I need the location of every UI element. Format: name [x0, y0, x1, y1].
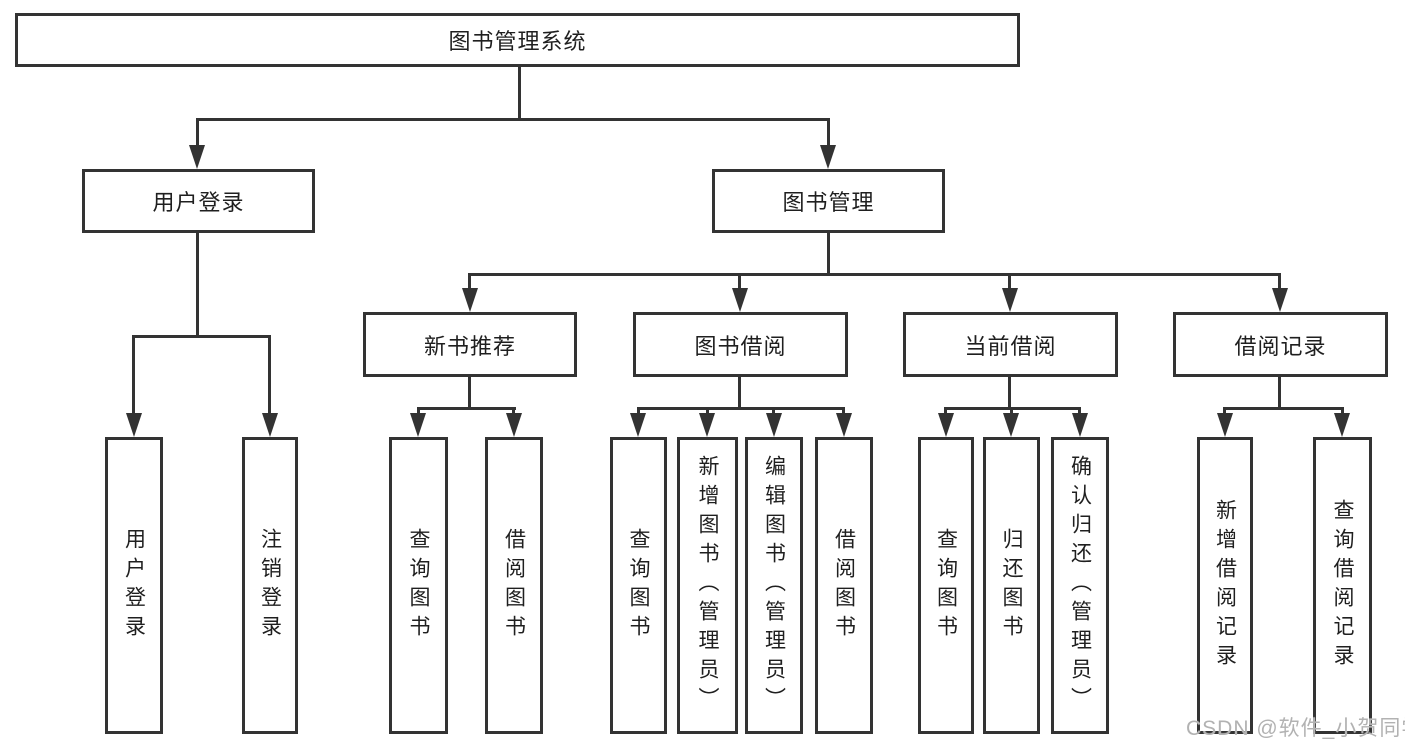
connector-line: [1008, 375, 1011, 409]
connector-line: [827, 118, 830, 148]
arrowhead-down-icon: [462, 288, 478, 312]
connector-line: [1223, 407, 1226, 415]
leaf-confirm-return-admin: 确认归还（管理员）: [1051, 437, 1109, 734]
node-new-books: 新书推荐: [363, 312, 577, 377]
connector-line: [842, 407, 845, 415]
leaf-borrow-books-2: 借阅图书: [815, 437, 873, 734]
node-root: 图书管理系统: [15, 13, 1020, 67]
arrowhead-down-icon: [630, 413, 646, 437]
arrowhead-down-icon: [1217, 413, 1233, 437]
node-book-mgmt-label: 图书管理: [782, 190, 875, 215]
connector-line: [1223, 407, 1344, 410]
connector-line: [1010, 407, 1013, 415]
connector-line: [738, 375, 741, 409]
leaf-confirm-return-admin-label: 确认归还（管理员）: [1068, 455, 1092, 716]
leaf-user-login: 用户登录: [105, 437, 163, 734]
node-current-borrow-label: 当前借阅: [964, 333, 1057, 359]
connector-line: [1008, 273, 1011, 290]
connector-line: [1341, 407, 1344, 415]
leaf-query-books-1: 查询图书: [389, 437, 448, 734]
arrowhead-down-icon: [506, 413, 522, 437]
connector-line: [1078, 407, 1081, 415]
node-new-books-label: 新书推荐: [423, 333, 516, 359]
leaf-edit-books-admin-label: 编辑图书（管理员）: [762, 455, 786, 716]
csdn-watermark: CSDN @软件_小贺同学: [1186, 717, 1405, 740]
connector-line: [1278, 375, 1281, 409]
arrowhead-down-icon: [766, 413, 782, 437]
node-user-login: 用户登录: [82, 169, 315, 233]
leaf-query-books-3: 查询图书: [918, 437, 974, 734]
connector-line: [132, 335, 271, 338]
arrowhead-down-icon: [410, 413, 426, 437]
leaf-add-books-admin-label: 新增图书（管理员）: [696, 455, 719, 716]
connector-line: [772, 407, 775, 415]
connector-line: [417, 407, 420, 415]
leaf-borrow-books-1-label: 借阅图书: [502, 527, 526, 644]
leaf-edit-books-admin: 编辑图书（管理员）: [745, 437, 803, 734]
leaf-logout: 注销登录: [242, 437, 298, 734]
arrowhead-down-icon: [820, 145, 836, 169]
arrowhead-down-icon: [1003, 413, 1019, 437]
connector-line: [468, 375, 471, 409]
arrowhead-down-icon: [938, 413, 954, 437]
arrowhead-down-icon: [1072, 413, 1088, 437]
leaf-borrow-books-1: 借阅图书: [485, 437, 543, 734]
connector-line: [417, 407, 516, 410]
leaf-user-login-label: 用户登录: [122, 527, 146, 644]
connector-line: [1278, 273, 1281, 290]
arrowhead-down-icon: [1272, 288, 1288, 312]
connector-line: [637, 407, 640, 415]
connector-line: [196, 118, 830, 121]
arrowhead-down-icon: [836, 413, 852, 437]
leaf-add-borrow-record-label: 新增借阅记录: [1213, 498, 1237, 673]
node-root-label: 图书管理系统: [448, 29, 587, 54]
node-current-borrow: 当前借阅: [903, 312, 1118, 377]
arrowhead-down-icon: [189, 145, 205, 169]
connector-line: [512, 407, 515, 415]
connector-line: [944, 407, 947, 415]
connector-line: [518, 65, 521, 120]
leaf-add-books-admin: 新增图书（管理员）: [677, 437, 738, 734]
arrowhead-down-icon: [1002, 288, 1018, 312]
arrowhead-down-icon: [732, 288, 748, 312]
connector-line: [468, 273, 471, 290]
arrowhead-down-icon: [126, 413, 142, 437]
connector-line: [706, 407, 709, 415]
connector-line: [132, 335, 135, 415]
node-borrow-records-label: 借阅记录: [1234, 333, 1327, 359]
leaf-return-books-label: 归还图书: [1000, 527, 1023, 644]
connector-line: [944, 407, 1081, 410]
connector-line: [268, 335, 271, 415]
arrowhead-down-icon: [262, 413, 278, 437]
leaf-return-books: 归还图书: [983, 437, 1040, 734]
node-user-login-label: 用户登录: [152, 190, 245, 215]
leaf-query-books-2-label: 查询图书: [627, 527, 650, 644]
arrowhead-down-icon: [1334, 413, 1350, 437]
leaf-add-borrow-record: 新增借阅记录: [1197, 437, 1253, 734]
node-book-mgmt: 图书管理: [712, 169, 945, 233]
connector-line: [468, 273, 1281, 276]
node-borrow-records: 借阅记录: [1173, 312, 1388, 377]
leaf-query-borrow-record-label: 查询借阅记录: [1331, 498, 1354, 673]
leaf-query-borrow-record: 查询借阅记录: [1313, 437, 1372, 734]
leaf-logout-label: 注销登录: [258, 527, 282, 644]
connector-line: [196, 118, 199, 148]
connector-line: [637, 407, 844, 410]
node-book-borrow-label: 图书借阅: [694, 333, 787, 359]
arrowhead-down-icon: [699, 413, 715, 437]
node-book-borrow: 图书借阅: [633, 312, 848, 377]
leaf-query-books-2: 查询图书: [610, 437, 667, 734]
connector-line: [738, 273, 741, 290]
leaf-borrow-books-2-label: 借阅图书: [832, 527, 856, 644]
connector-line: [827, 231, 830, 275]
connector-line: [196, 231, 199, 337]
leaf-query-books-3-label: 查询图书: [934, 527, 958, 644]
leaf-query-books-1-label: 查询图书: [407, 527, 430, 644]
